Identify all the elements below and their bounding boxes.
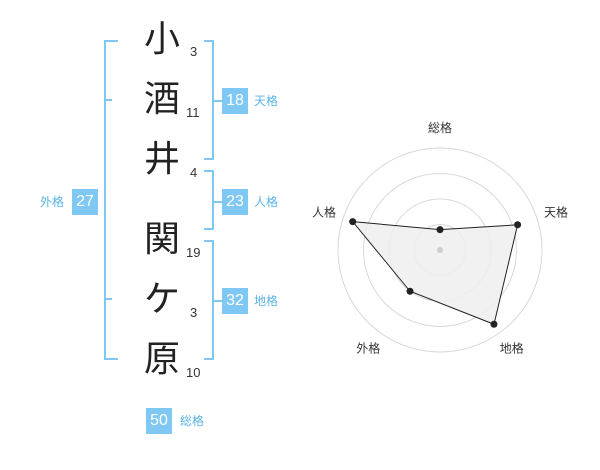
radar-ring (414, 224, 466, 276)
radar-center-point (437, 247, 443, 253)
radar-axis-label-4: 外格 (356, 341, 380, 356)
radar-ring (337, 147, 543, 353)
chikaku-label: 地格 (254, 294, 279, 308)
radar-point-4 (406, 287, 414, 295)
name-char-5: ケ (143, 279, 180, 320)
radar-point-2 (514, 221, 522, 229)
radar-point-1 (436, 226, 444, 234)
stroke-count-2: 11 (186, 105, 200, 120)
radar-axis-label-5: 人格 (312, 204, 336, 219)
gaikaku-value: 27 (72, 189, 98, 215)
stroke-count-3: 4 (190, 165, 198, 180)
name-char-3: 井 (143, 139, 180, 180)
name-char-6: 原 (143, 339, 180, 380)
radar-polygon (351, 221, 519, 325)
chikaku-value: 32 (222, 288, 248, 314)
radar-point-5 (349, 218, 357, 226)
tenkaku-value: 18 (222, 88, 248, 114)
name-char-2: 酒 (143, 79, 180, 120)
soukaku-value: 50 (146, 408, 172, 434)
radar-point-3 (490, 320, 498, 328)
name-char-4: 関 (143, 219, 180, 260)
tenkaku-label: 天格 (254, 94, 279, 108)
jinkaku-value: 23 (222, 189, 248, 215)
radar-axis-label-2: 天格 (544, 204, 568, 219)
jinkaku-label: 人格 (254, 195, 279, 209)
radar-ring (388, 198, 492, 302)
stroke-count-6: 10 (186, 365, 201, 380)
gaikaku-label: 外格 (40, 195, 65, 209)
soukaku-label: 総格 (180, 414, 205, 428)
radar-axis-label-3: 地格 (500, 341, 524, 356)
radar-axis-label-1: 総格 (428, 120, 452, 135)
stroke-count-1: 3 (190, 44, 198, 59)
stroke-count-4: 19 (186, 245, 201, 260)
stroke-count-5: 3 (190, 305, 198, 320)
name-char-1: 小 (143, 19, 180, 60)
radar-ring (363, 173, 517, 327)
